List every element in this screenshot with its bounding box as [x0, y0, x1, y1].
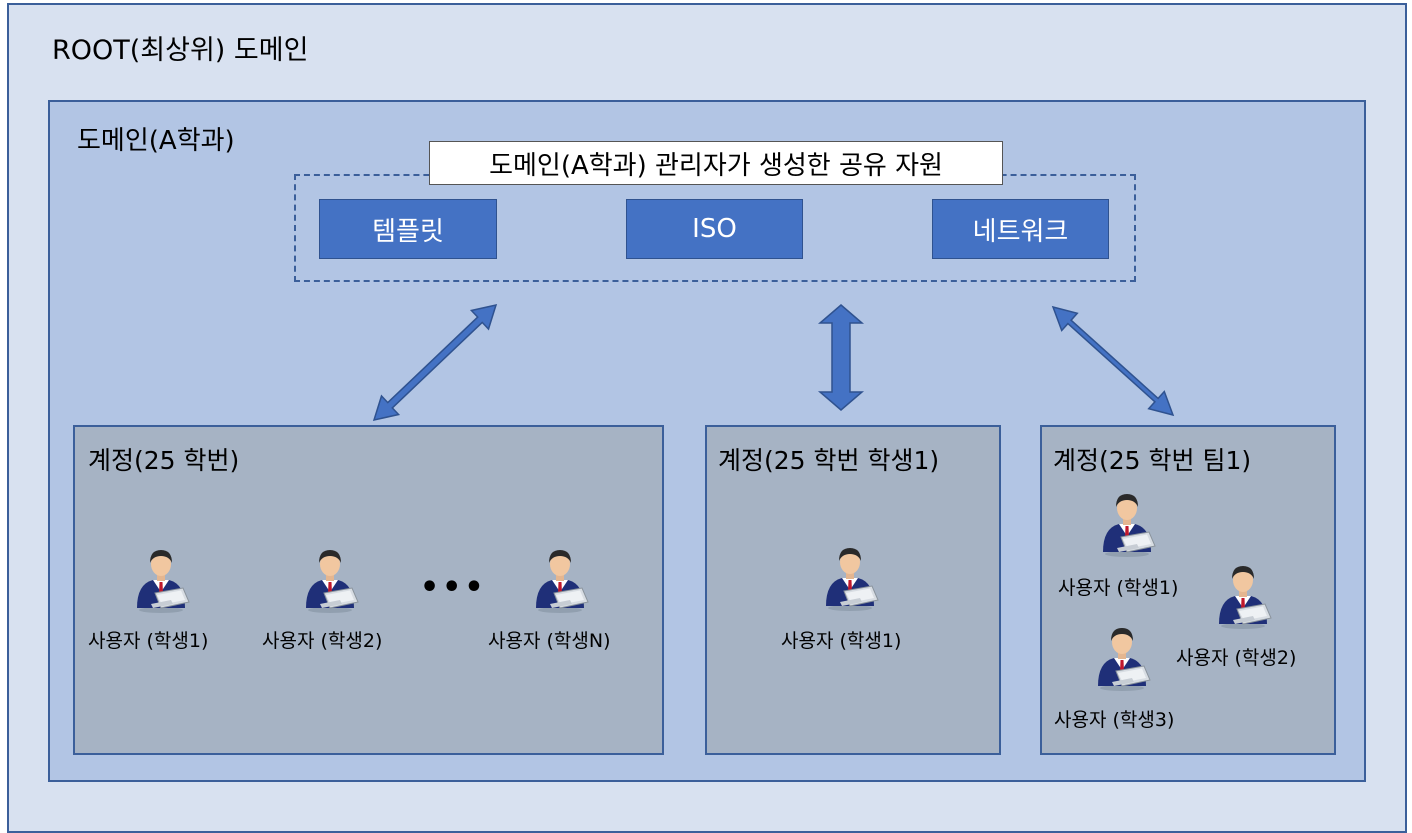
account-title: 계정(25 학번)	[88, 446, 240, 475]
double-arrow-right	[1051, 305, 1175, 417]
account-cohort-25-team1	[1040, 425, 1336, 755]
account-title: 계정(25 학번 학생1)	[718, 446, 940, 475]
double-arrow-center	[817, 304, 865, 411]
user-label: 사용자 (학생3)	[1054, 709, 1175, 731]
root-domain-title: ROOT(최상위) 도메인	[52, 35, 309, 66]
resource-template: 템플릿	[319, 199, 497, 259]
user-label: 사용자 (학생1)	[88, 630, 209, 652]
user-icon	[1097, 490, 1157, 558]
user-label: 사용자 (학생N)	[488, 630, 611, 652]
department-domain-title: 도메인(A학과)	[77, 126, 235, 156]
user-icon	[1092, 624, 1152, 692]
user-label: 사용자 (학생2)	[1176, 647, 1297, 669]
account-title: 계정(25 학번 팀1)	[1053, 446, 1252, 475]
resource-iso: ISO	[626, 199, 803, 259]
more-users-ellipsis: •••	[420, 570, 487, 605]
double-arrow-left	[372, 303, 498, 422]
user-icon	[300, 546, 360, 614]
shared-resources-label: 도메인(A학과) 관리자가 생성한 공유 자원	[429, 141, 1003, 185]
user-label: 사용자 (학생1)	[781, 630, 902, 652]
resource-network: 네트워크	[932, 199, 1109, 259]
user-icon	[1213, 562, 1273, 630]
user-icon	[820, 544, 880, 612]
user-icon	[530, 546, 590, 614]
user-label: 사용자 (학생2)	[262, 630, 383, 652]
user-label: 사용자 (학생1)	[1058, 577, 1179, 599]
user-icon	[131, 546, 191, 614]
